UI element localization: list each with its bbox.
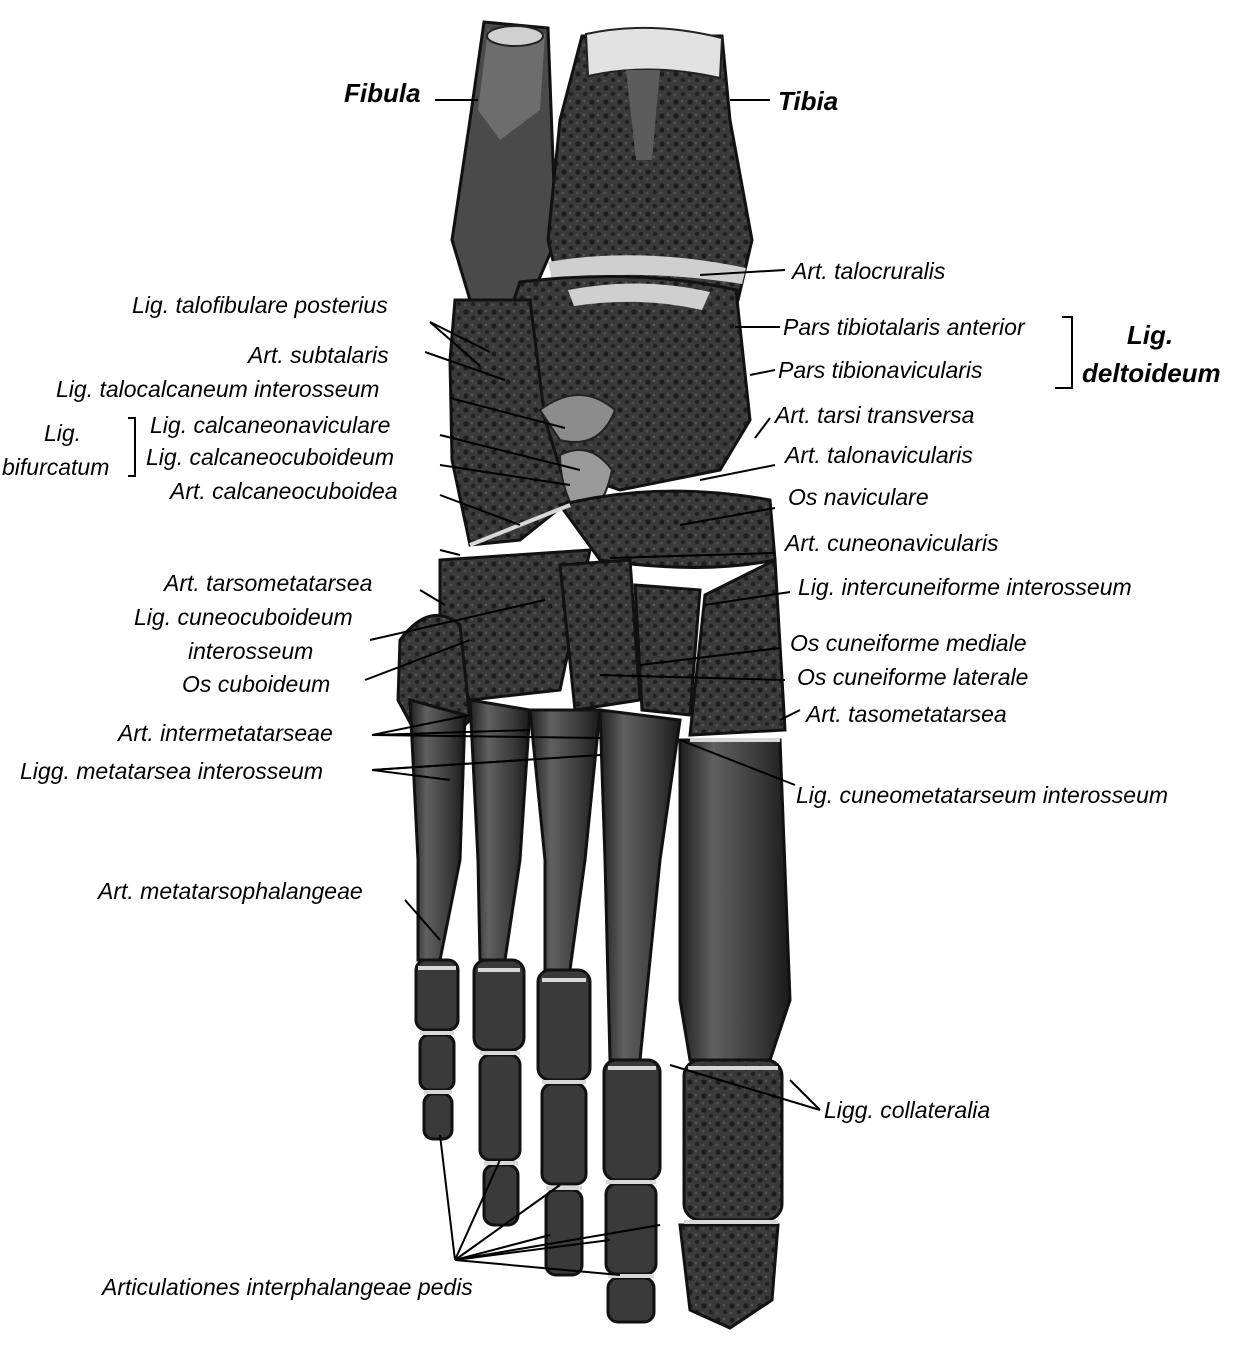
label-os-cuneiforme-mediale: Os cuneiforme mediale [790,630,1027,656]
label-art-talonavicularis: Art. talonavicularis [785,442,973,468]
leader-lines [128,99,1073,1276]
cuneiform-bones [558,557,787,737]
label-fibula: Fibula [344,78,421,108]
label-lig-cuneometatarseum-interosseum: Lig. cuneometatarseum interosseum [796,782,1169,808]
label-lig-cuneocuboideum-line1: Lig. cuneocuboideum [134,604,353,630]
navicular-bone [557,489,777,569]
label-lig-bifurcatum-line2: bifurcatum [2,454,110,480]
label-lig-talocalcaneum-interosseum: Lig. talocalcaneum interosseum [56,376,380,402]
label-art-tasometatarsea: Art. tasometatarsea [806,701,1007,727]
label-os-cuneiforme-laterale: Os cuneiforme laterale [797,664,1029,690]
label-os-cuboideum: Os cuboideum [182,671,331,697]
label-ligg-collateralia: Ligg. collateralia [824,1097,991,1123]
label-pars-tibionavicularis: Pars tibionavicularis [778,357,983,383]
label-lig-intercuneiforme-interosseum: Lig. intercuneiforme interosseum [798,574,1132,600]
label-art-metatarsophalangeae: Art. metatarsophalangeae [98,878,363,904]
metatarsal-bones [408,698,792,1062]
label-articulationes-interphalangeae-pedis: Articulationes interphalangeae pedis [102,1274,473,1300]
calcaneus-bone [448,298,572,547]
label-art-subtalaris: Art. subtalaris [248,342,389,368]
label-art-talocruralis: Art. talocruralis [792,258,946,284]
label-lig-calcaneocuboideum: Lig. calcaneocuboideum [146,444,395,470]
label-os-naviculare: Os naviculare [788,484,929,510]
label-lig-deltoideum-line2: deltoideum [1082,358,1221,388]
label-art-intermetatarseae: Art. intermetatarseae [118,720,333,746]
label-art-calcaneocuboidea: Art. calcaneocuboidea [170,478,398,504]
label-lig-bifurcatum-line1: Lig. [43,420,82,446]
label-pars-tibiotalaris-anterior: Pars tibiotalaris anterior [783,314,1025,340]
label-art-tarsometatarsea: Art. tarsometatarsea [164,570,373,596]
label-art-tarsi-transversa: Art. tarsi transversa [775,402,975,428]
label-art-cuneonavicularis: Art. cuneonavicularis [785,530,999,556]
label-lig-cuneocuboideum-line2: interosseum [188,638,314,664]
tibia-bone [546,26,754,302]
fibula-bone [450,20,558,302]
label-tibia: Tibia [778,86,839,116]
label-lig-calcaneonaviculare: Lig. calcaneonaviculare [150,412,391,438]
label-lig-talofibulare-posterius: Lig. talofibulare posterius [132,292,388,318]
phalanges [414,958,784,1330]
label-ligg-metatarsea-interosseum: Ligg. metatarsea interosseum [20,758,323,784]
label-lig-deltoideum-line1: Lig. [1126,320,1174,350]
